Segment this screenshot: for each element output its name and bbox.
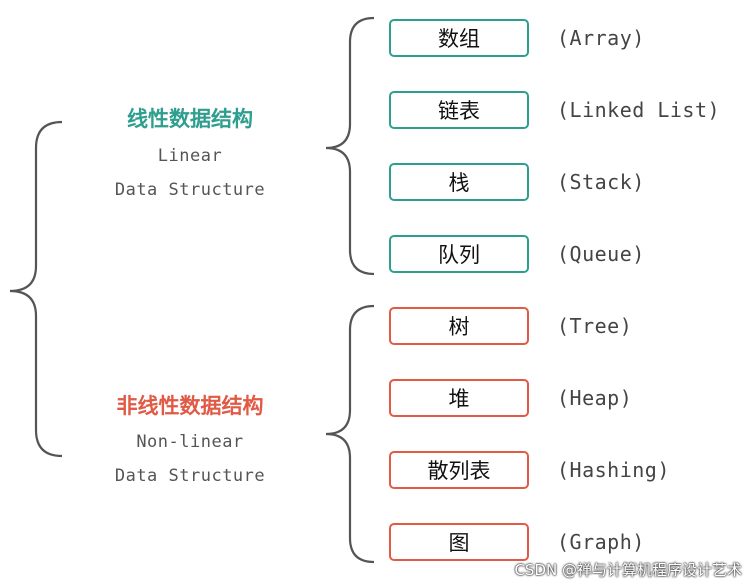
nonlinear-subtitle-line2: Data Structure [114, 466, 266, 486]
linear-title: 线性数据结构 [127, 107, 253, 131]
linear-brace [325, 16, 375, 276]
item-array-box: 数组 [389, 19, 529, 57]
item-hashing-box: 散列表 [389, 451, 529, 489]
nonlinear-subtitle-line1: Non-linear [136, 432, 244, 452]
item-hashing-label: (Hashing) [557, 458, 670, 482]
item-heap-box: 堆 [389, 379, 529, 417]
nonlinear-title: 非线性数据结构 [116, 394, 264, 418]
linear-subtitle-line2: Data Structure [114, 180, 266, 200]
item-queue-label: (Queue) [557, 242, 645, 266]
item-graph-label: (Graph) [557, 530, 645, 554]
item-graph-box: 图 [389, 523, 529, 561]
item-stack-box: 栈 [389, 163, 529, 201]
item-stack-label: (Stack) [557, 170, 645, 194]
item-linked-list-box: 链表 [389, 91, 529, 129]
item-tree-box: 树 [389, 307, 529, 345]
item-queue-box: 队列 [389, 235, 529, 273]
watermark: CSDN @禅与计算机程序设计艺术 [514, 561, 742, 579]
nonlinear-brace [325, 304, 375, 564]
item-tree-label: (Tree) [557, 314, 633, 338]
item-linked-list-label: (Linked List) [557, 98, 721, 122]
item-heap-label: (Heap) [557, 386, 633, 410]
outer-brace [9, 120, 63, 458]
linear-subtitle-line1: Linear [157, 146, 223, 166]
item-array-label: (Array) [557, 26, 645, 50]
